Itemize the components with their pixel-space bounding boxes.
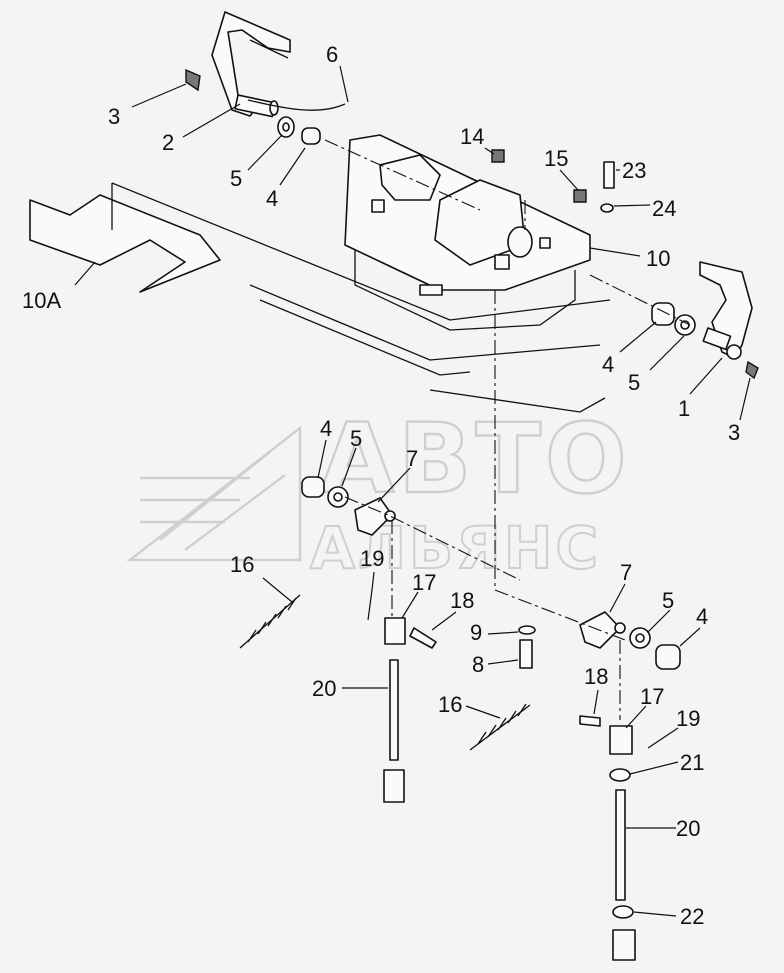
alignment-lines [247, 99, 691, 720]
callout-22: 22 [680, 904, 704, 929]
callout-5: 5 [628, 370, 640, 395]
callout-3: 3 [108, 104, 120, 129]
callout-10a: 10A [22, 288, 61, 313]
watermark-logo-icon [126, 425, 302, 562]
callout-23: 23 [622, 158, 646, 183]
callout-6: 6 [326, 42, 338, 67]
callout-18: 18 [584, 664, 608, 689]
callout-16: 16 [438, 692, 462, 717]
callout-24: 24 [652, 196, 676, 221]
watermark-subtitle: АЛЬЯНС [310, 514, 601, 582]
chassis-box [344, 134, 591, 331]
watermark-title: АВТО [320, 403, 631, 515]
callout-labels: 3 2 5 4 6 14 15 23 24 10 10A 4 5 1 3 4 5… [22, 42, 740, 929]
callout-5: 5 [662, 588, 674, 613]
callout-15: 15 [544, 146, 568, 171]
callout-9: 9 [470, 620, 482, 645]
callout-8: 8 [472, 652, 484, 677]
callout-18: 18 [450, 588, 474, 613]
callout-16: 16 [230, 552, 254, 577]
callout-17: 17 [412, 570, 436, 595]
callout-19: 19 [676, 706, 700, 731]
callout-20: 20 [676, 816, 700, 841]
callout-1: 1 [678, 396, 690, 421]
springs [239, 594, 531, 751]
bushings [277, 116, 696, 670]
fasteners [185, 68, 759, 727]
callout-17: 17 [640, 684, 664, 709]
leader-lines [74, 65, 751, 917]
callout-2: 2 [162, 130, 174, 155]
pedal-right [699, 261, 753, 360]
watermark: АВТО АЛЬЯНС [126, 402, 631, 583]
callout-4: 4 [266, 186, 278, 211]
callout-19: 19 [360, 546, 384, 571]
callout-5: 5 [230, 166, 242, 191]
callout-4: 4 [602, 352, 614, 377]
callout-14: 14 [460, 124, 484, 149]
callout-4: 4 [320, 416, 332, 441]
callout-7: 7 [620, 560, 632, 585]
rods [383, 617, 636, 961]
pedal-left [211, 11, 291, 118]
callout-7: 7 [406, 446, 418, 471]
callout-20: 20 [312, 676, 336, 701]
callout-10: 10 [646, 246, 670, 271]
callout-3: 3 [728, 420, 740, 445]
callout-5: 5 [350, 426, 362, 451]
callout-21: 21 [680, 750, 704, 775]
callout-4: 4 [696, 604, 708, 629]
floor-plate [29, 182, 611, 413]
